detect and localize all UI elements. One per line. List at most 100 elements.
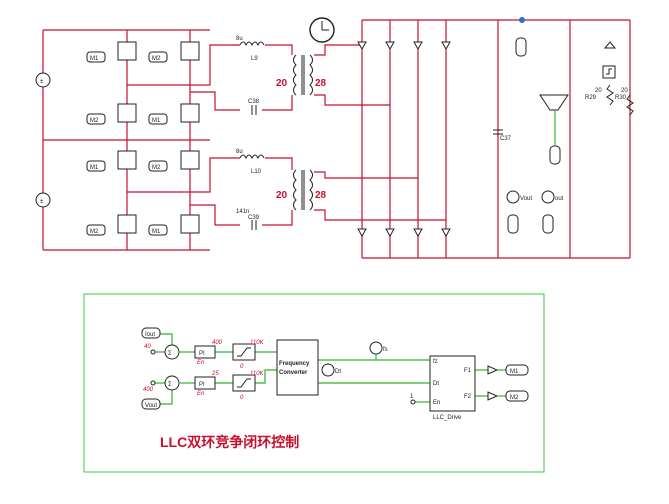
rectifier-diodes: [357, 41, 451, 238]
limit-value: 110K: [250, 340, 265, 346]
converter-label-2: Converter: [279, 370, 308, 376]
converter-block: [276, 339, 319, 396]
capacitor-label: C39: [248, 215, 260, 221]
gate-label-box: [148, 51, 168, 63]
gate-label: M1: [152, 229, 161, 235]
resistor-label: R30: [615, 95, 627, 101]
pi-enable: En: [197, 391, 205, 397]
mosfet-icon: [180, 103, 200, 123]
output-capacitor: C37: [493, 129, 512, 142]
mosfet-icon: [117, 103, 137, 123]
gate-label: M2: [90, 118, 99, 124]
limit-zero: 0: [240, 364, 244, 370]
buffer-icon: [487, 365, 499, 375]
load-resistors: 20 R29 20 R30: [585, 41, 634, 116]
transformer-1: 20 28: [276, 54, 327, 96]
voltmeter-icon: [541, 190, 555, 204]
llc-drive: fz Dt En F1 F2 LLC_Drive: [429, 355, 476, 421]
gate-label-box: [148, 160, 168, 172]
diode-icon: [413, 41, 423, 51]
resistor-label: R29: [585, 95, 597, 101]
summer-sign: Σ: [168, 382, 172, 388]
primary-turns: 20: [276, 78, 288, 89]
probe-meter-icon: [549, 145, 561, 165]
pi-param: 25: [211, 371, 219, 377]
sensor-label: Vout: [145, 403, 157, 409]
voltage-meters: Vout out: [506, 190, 564, 234]
gate-label-box: [86, 113, 106, 125]
mosfet-icon: [180, 214, 200, 234]
sensor-box: [141, 327, 161, 339]
fs-probe: fs: [369, 341, 388, 360]
output-buffers: M1 M2: [487, 364, 529, 402]
frequency-converter: Frequency Converter: [276, 339, 319, 396]
inductor-label: L10: [251, 169, 262, 175]
limit-zero: 0: [240, 395, 244, 401]
secondary-turns: 28: [315, 190, 327, 201]
reference-value: 400: [143, 387, 154, 393]
current-probe: [515, 17, 569, 165]
pi-controller-1: PI 400 En: [194, 340, 223, 366]
limiter-1: 110K 0: [232, 340, 265, 370]
pi-block: [194, 376, 216, 390]
mosfet-icon: [117, 41, 137, 61]
pi-label: PI: [199, 382, 205, 388]
gate-label: M1: [90, 165, 99, 171]
gate-label: M2: [90, 229, 99, 235]
drive-input-en: En: [433, 400, 440, 406]
inductor-value: 8u: [236, 36, 243, 42]
drive-input-fs: fz: [433, 359, 438, 365]
gate-label: M1: [152, 118, 161, 124]
dc-source-bottom: ±: [35, 192, 51, 208]
mosfet-icon: [117, 214, 137, 234]
dt-probe: Dt: [321, 363, 341, 377]
gate-label-box: [86, 160, 106, 172]
dc-source-top: ±: [35, 72, 51, 88]
summer-icon: [164, 375, 180, 391]
diode-icon: [385, 41, 395, 51]
primary-turns: 20: [276, 190, 288, 201]
gate-label-box: [86, 224, 106, 236]
mosfet-icon: [117, 150, 137, 170]
limit-value: 110K: [250, 371, 265, 377]
svg-text:±: ±: [40, 199, 44, 205]
pi-controller-2: PI 25 En: [194, 371, 219, 397]
gate-label: M2: [152, 56, 161, 62]
diagram-caption: LLC双环竞争闭环控制: [160, 434, 299, 450]
control-frame: [83, 293, 545, 473]
diode-icon: [385, 228, 395, 238]
inductor-value: 8u: [236, 149, 243, 155]
vout-sensor: Vout: [141, 398, 161, 410]
voltmeter-icon: [506, 190, 520, 204]
buffer-icon: [487, 391, 499, 401]
resistor-value: 20: [595, 88, 602, 94]
probe-meter-icon: [542, 214, 554, 234]
current-reference: 40: [144, 344, 156, 355]
meter-label: out: [555, 196, 564, 202]
drive-name: LLC_Drive: [433, 415, 462, 421]
pi-block: [194, 345, 216, 359]
sensor-label: Iout: [145, 332, 155, 338]
inductor-icon: [239, 41, 265, 47]
enable-value: 1: [410, 394, 414, 400]
probe-label: fs: [383, 347, 388, 353]
gate-label-box: [148, 224, 168, 236]
power-wiring: [42, 19, 631, 259]
gate-output-label: M2: [510, 395, 519, 401]
meter-label: Vout: [520, 196, 532, 202]
inductor-icon: [239, 154, 265, 160]
enable-constant: 1: [410, 394, 416, 405]
mosfet-icon: [180, 41, 200, 61]
summer-icon: [164, 344, 180, 360]
capacitor-label: C37: [500, 136, 512, 142]
secondary-turns: 28: [315, 78, 327, 89]
mosfet-icon: [180, 150, 200, 170]
diode-icon: [357, 41, 367, 51]
summer-sign: Σ: [168, 351, 172, 357]
gate-output-box: [505, 390, 529, 402]
converter-label-1: Frequency: [279, 361, 310, 367]
gate-label-box: [86, 51, 106, 63]
resistor-value: 20: [621, 88, 628, 94]
iout-sensor: Iout: [141, 327, 161, 339]
diode-icon: [357, 228, 367, 238]
